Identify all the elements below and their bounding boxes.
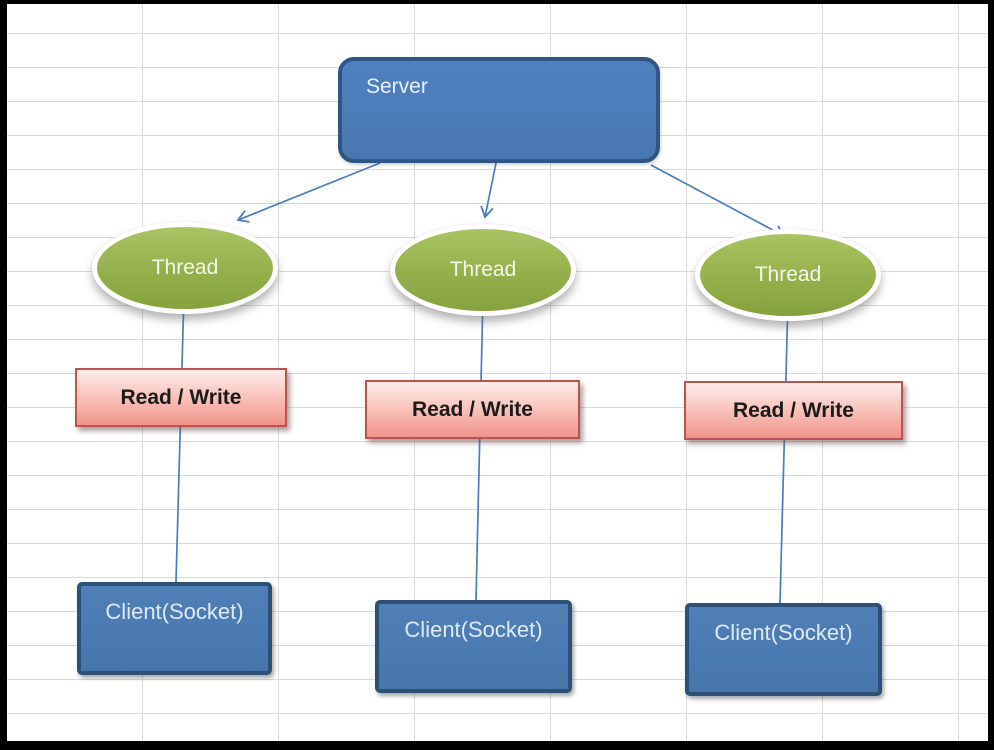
read-write-label: Read / Write [120,385,242,409]
edge-server-thread2 [480,162,497,219]
thread-node-1[interactable]: Thread [92,222,278,314]
server-label: Server [366,75,428,98]
edge-server-thread1 [236,162,381,223]
edge-thread2-client2 [475,295,484,601]
thread-label: Thread [754,263,822,286]
edge-server-thread3 [650,164,786,238]
client-socket-label: Client(Socket) [105,599,244,624]
server-node[interactable]: Server [338,57,660,163]
thread-label: Thread [449,258,517,281]
read-write-node-3[interactable]: Read / Write [684,381,903,440]
thread-label: Thread [151,256,219,279]
client-socket-label: Client(Socket) [714,620,853,645]
client-socket-node-2[interactable]: Client(Socket) [375,600,572,693]
edge-thread3-client3 [779,299,789,604]
thread-node-2[interactable]: Thread [390,224,576,316]
read-write-label: Read / Write [412,397,533,421]
read-write-node-1[interactable]: Read / Write [75,368,287,427]
client-socket-node-3[interactable]: Client(Socket) [685,603,882,696]
thread-node-3[interactable]: Thread [695,229,881,321]
edge-thread1-client1 [175,293,185,583]
client-socket-node-1[interactable]: Client(Socket) [77,582,272,675]
read-write-node-2[interactable]: Read / Write [365,380,580,439]
read-write-label: Read / Write [733,398,854,422]
client-socket-label: Client(Socket) [404,617,543,642]
connector-layer [175,162,789,604]
